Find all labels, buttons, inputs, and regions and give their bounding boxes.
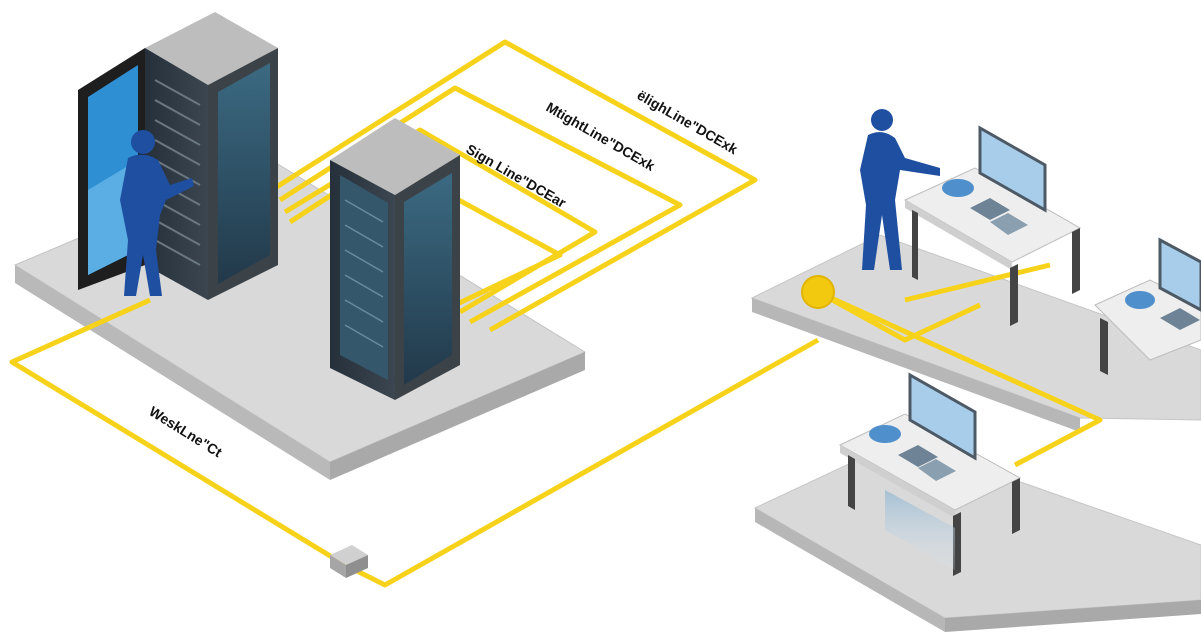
office-platform-upper [750, 234, 1201, 432]
workstation-icon [903, 125, 1082, 326]
cable-office-1 [816, 289, 982, 343]
cable-office-3 [904, 262, 1051, 303]
junction-node-icon [801, 275, 835, 309]
office-platform-lower [753, 439, 1201, 632]
workstation-icon [838, 372, 1022, 576]
server-rack-icon [78, 12, 278, 300]
cable-office-2 [816, 289, 1103, 468]
connector-box-icon [330, 545, 368, 578]
server-rack-icon [330, 118, 460, 400]
person-icon [120, 130, 194, 296]
cable-label-3: Sign Line"DCEar [464, 141, 570, 211]
workstation-icon [1094, 237, 1201, 375]
cable-high-1 [273, 39, 758, 333]
person-icon [860, 109, 940, 270]
